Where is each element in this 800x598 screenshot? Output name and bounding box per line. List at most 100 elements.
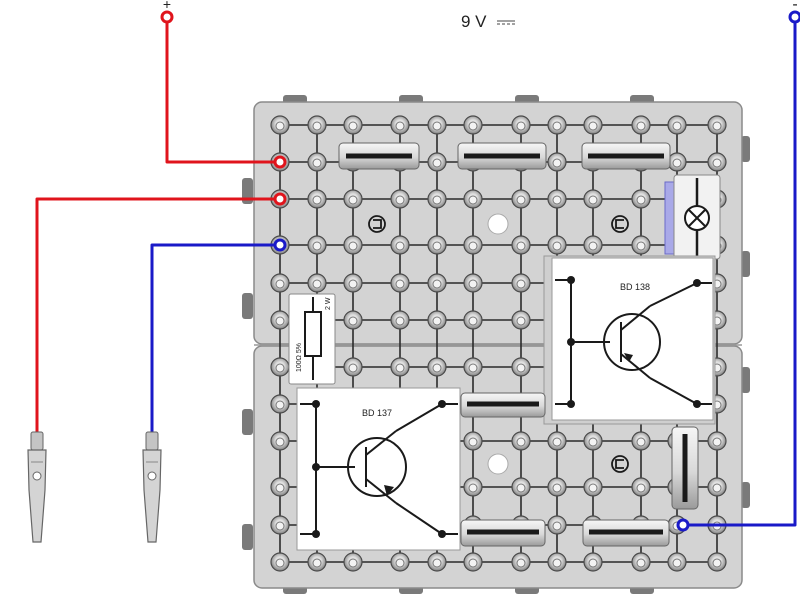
positive-supply-terminal: [160, 10, 174, 24]
socket: [463, 431, 483, 451]
components: 100Ω 5% 2 W: [288, 142, 721, 551]
socket: [583, 235, 603, 255]
socket: [547, 235, 567, 255]
socket: [343, 357, 363, 377]
socket: [427, 273, 447, 293]
socket: [307, 235, 327, 255]
alligator-clip-icon: [27, 431, 47, 543]
socket: [631, 552, 651, 572]
negative-board-terminal-1: [273, 238, 287, 252]
bridge-top-3: [581, 142, 671, 170]
socket: [343, 310, 363, 330]
socket: [547, 189, 567, 209]
resistor-symbol: [304, 311, 322, 357]
socket: [427, 189, 447, 209]
socket: [307, 189, 327, 209]
positive-clip-wire: [35, 197, 280, 434]
negative-supply-terminal: [788, 10, 800, 24]
socket: [667, 115, 687, 135]
socket: [631, 477, 651, 497]
socket: [307, 552, 327, 572]
socket: [270, 115, 290, 135]
socket: [427, 552, 447, 572]
socket: [390, 552, 410, 572]
socket: [583, 552, 603, 572]
socket: [631, 189, 651, 209]
socket: [307, 152, 327, 172]
socket: [270, 431, 290, 451]
socket: [270, 273, 290, 293]
socket: [270, 515, 290, 535]
socket: [307, 273, 327, 293]
socket: [707, 477, 727, 497]
socket: [390, 357, 410, 377]
wires: [35, 22, 797, 527]
alligator-clip-icon: [142, 431, 162, 543]
board-mark-1: [368, 215, 386, 233]
socket: [390, 115, 410, 135]
bridge-mid: [460, 392, 546, 418]
bridge-bottom-1: [460, 519, 546, 547]
bridge-top-1: [338, 142, 420, 170]
positive-supply-wire: [165, 22, 280, 164]
socket: [511, 310, 531, 330]
socket: [511, 115, 531, 135]
board-mark-3: [611, 455, 629, 473]
socket: [427, 235, 447, 255]
socket: [667, 152, 687, 172]
lamp-module: [664, 174, 721, 260]
positive-board-terminal-1: [273, 155, 287, 169]
transistor-bd138-module: BD 138: [543, 255, 716, 425]
bridge-vertical: [671, 426, 699, 510]
transistor-top-label: BD 138: [620, 282, 650, 292]
socket: [270, 477, 290, 497]
socket: [463, 357, 483, 377]
minus-label: -: [792, 0, 797, 13]
socket: [270, 357, 290, 377]
socket: [511, 235, 531, 255]
socket: [511, 273, 531, 293]
socket: [307, 115, 327, 135]
socket: [547, 552, 567, 572]
socket: [583, 189, 603, 209]
socket: [463, 235, 483, 255]
socket: [583, 115, 603, 135]
resistor-module: 100Ω 5% 2 W: [288, 293, 336, 385]
socket: [463, 552, 483, 572]
socket: [390, 189, 410, 209]
socket: [463, 189, 483, 209]
socket: [583, 477, 603, 497]
socket: [427, 152, 447, 172]
voltage-label: 9 V: [461, 12, 487, 31]
socket: [511, 477, 531, 497]
lamp-icon: [684, 205, 710, 231]
bridge-top-2: [457, 142, 547, 170]
transistor-bottom-label: BD 137: [362, 408, 392, 418]
resistor-power-label: 2 W: [325, 297, 332, 310]
socket: [631, 115, 651, 135]
socket: [390, 235, 410, 255]
board-hole-upper: [487, 213, 509, 235]
socket: [547, 477, 567, 497]
socket: [270, 310, 290, 330]
socket: [631, 431, 651, 451]
socket: [547, 115, 567, 135]
socket: [343, 273, 363, 293]
negative-clip-wire: [150, 243, 280, 434]
socket: [270, 394, 290, 414]
socket: [463, 310, 483, 330]
socket: [343, 235, 363, 255]
plus-label: +: [163, 0, 171, 12]
socket: [667, 552, 687, 572]
board-hole-lower: [487, 453, 509, 475]
socket: [390, 310, 410, 330]
terminals: [160, 10, 800, 532]
socket: [343, 115, 363, 135]
socket: [511, 431, 531, 451]
socket: [511, 189, 531, 209]
socket: [427, 115, 447, 135]
socket: [390, 273, 410, 293]
socket: [547, 431, 567, 451]
negative-supply-wire: [683, 22, 797, 527]
